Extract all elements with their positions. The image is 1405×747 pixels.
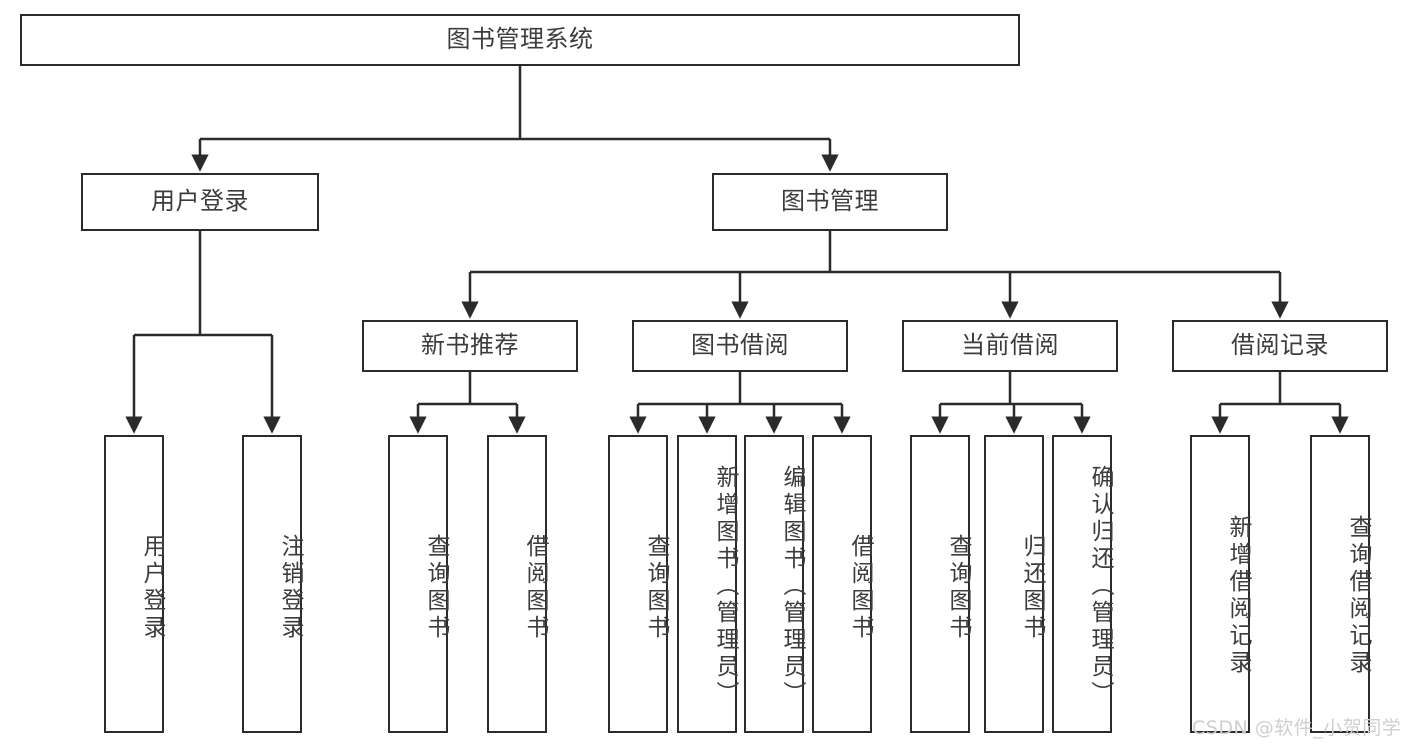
node-leaf-edit-book[interactable]	[744, 435, 804, 733]
node-leaf-return-book[interactable]	[984, 435, 1044, 733]
node-leaf-confirm-return[interactable]	[1052, 435, 1112, 733]
node-leaf-user-logout[interactable]	[242, 435, 302, 733]
node-current-borrow[interactable]	[902, 320, 1118, 372]
node-new-book-rec[interactable]	[362, 320, 578, 372]
node-leaf-borrow-book-rec[interactable]	[487, 435, 547, 733]
node-leaf-borrow-book[interactable]	[812, 435, 872, 733]
node-leaf-query-book-current[interactable]	[910, 435, 970, 733]
node-leaf-query-book-borrow[interactable]	[608, 435, 668, 733]
node-borrow-record[interactable]	[1172, 320, 1388, 372]
node-book-manage[interactable]	[712, 173, 948, 231]
node-leaf-query-book-rec[interactable]	[388, 435, 448, 733]
node-user-login[interactable]	[81, 173, 319, 231]
csdn-watermark: CSDN @软件_小贺同学	[1192, 717, 1402, 739]
node-leaf-user-login[interactable]	[104, 435, 164, 733]
node-root[interactable]	[20, 14, 1020, 66]
node-leaf-add-book[interactable]	[677, 435, 737, 733]
node-leaf-query-record[interactable]	[1310, 435, 1370, 733]
node-leaf-add-record[interactable]	[1190, 435, 1250, 733]
node-book-borrow[interactable]	[632, 320, 848, 372]
